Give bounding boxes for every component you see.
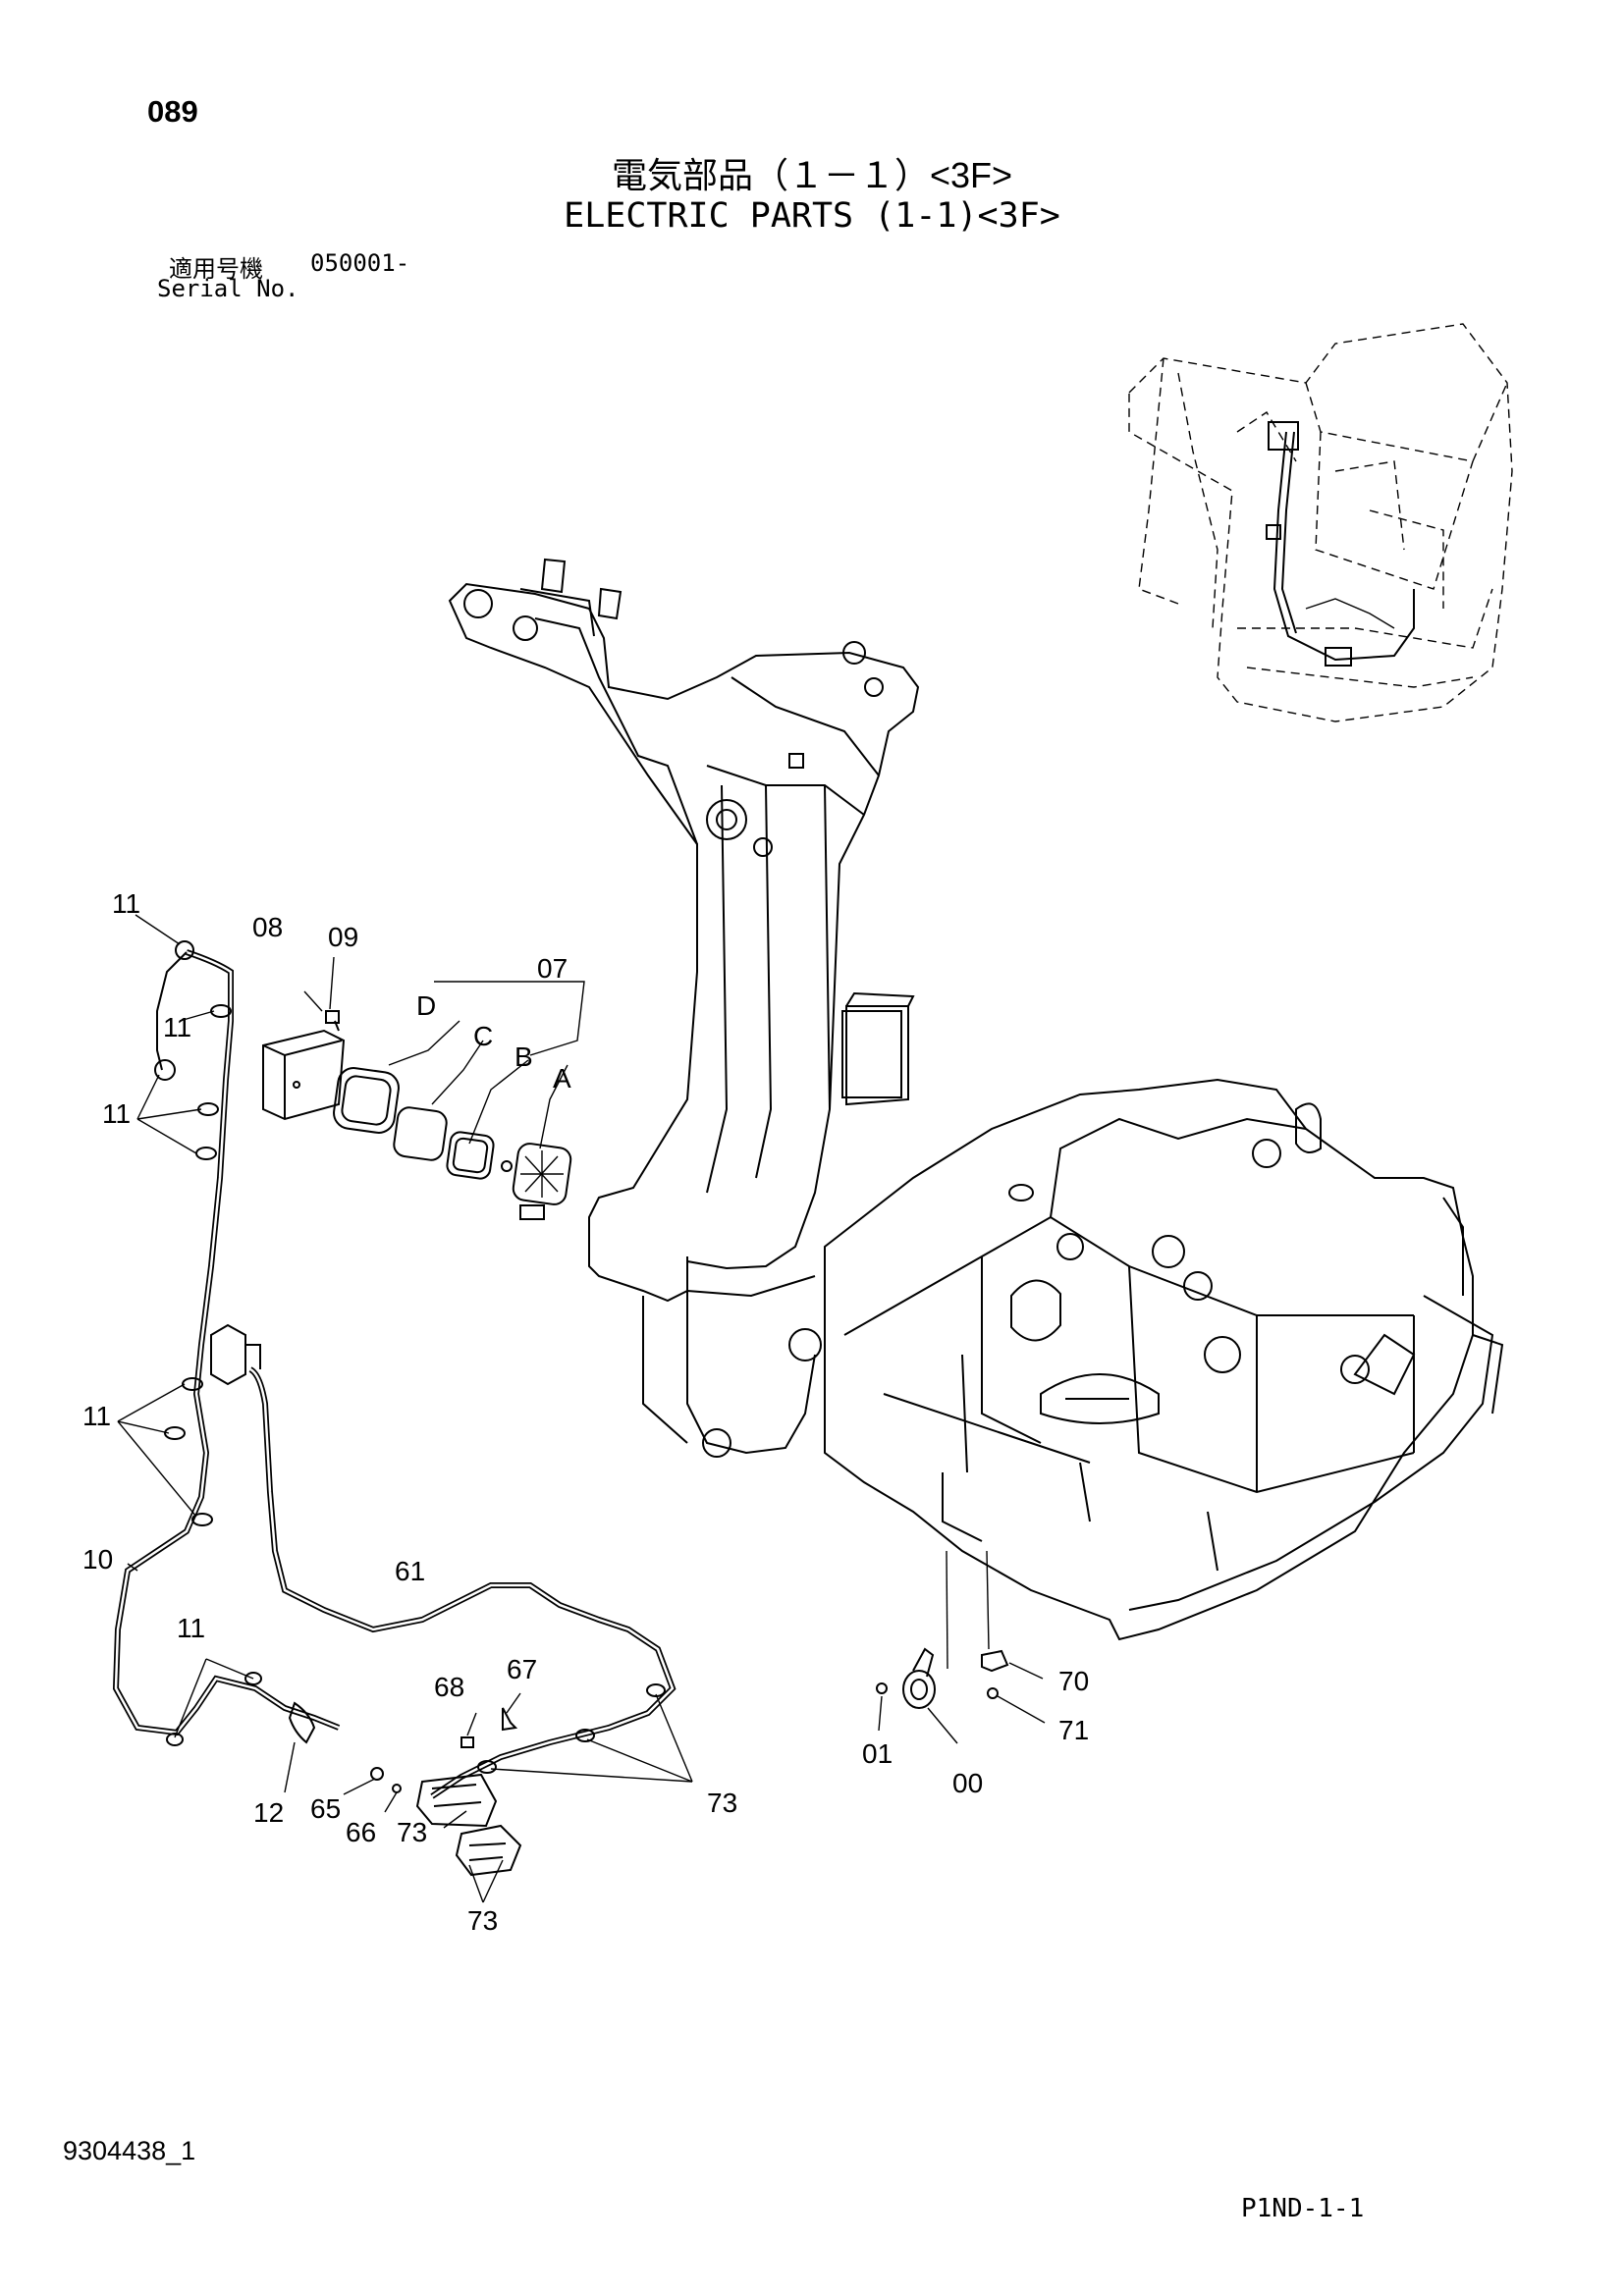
callout-07: 07 (537, 953, 568, 984)
callout-73-right: 73 (707, 1788, 737, 1818)
callout-11-clamp-d: 11 (177, 1613, 205, 1643)
callout-11-top: 11 (112, 888, 140, 919)
callout-11-clamp-c: 11 (82, 1401, 111, 1431)
callout-B: B (514, 1041, 533, 1072)
switch-assembly-drawing (370, 1707, 522, 1877)
excavator-boom-drawing (448, 558, 920, 1458)
callout-D: D (416, 990, 436, 1021)
callout-10: 10 (82, 1544, 113, 1575)
serial-number-value: 050001- (310, 249, 410, 277)
callout-00: 00 (952, 1768, 983, 1798)
work-light-assembly-drawing (262, 1010, 572, 1220)
callout-66: 66 (346, 1817, 376, 1847)
callout-12: 12 (253, 1797, 284, 1828)
serial-label-jp: 適用号機 (169, 256, 263, 283)
callout-C: C (473, 1021, 493, 1051)
inset-overview-drawing (1128, 323, 1513, 722)
callout-65: 65 (310, 1793, 341, 1824)
page-title-en: ELECTRIC PARTS (1-1)<3F> (564, 196, 1060, 236)
callout-labels: 11 08 09 07 D C B A 11 11 11 10 61 11 12… (82, 888, 1089, 1936)
callout-A: A (553, 1063, 571, 1094)
horn-drawing (876, 1550, 1009, 1709)
callout-67: 67 (507, 1654, 537, 1684)
callout-09: 09 (328, 922, 358, 952)
callout-11-clamp-a: 11 (163, 1012, 191, 1042)
callout-11-clamp-b: 11 (102, 1098, 131, 1129)
document-number: 9304438_1 (63, 2136, 196, 2165)
callout-71: 71 (1058, 1715, 1089, 1745)
callout-73-bottom: 73 (467, 1905, 498, 1936)
harness-61-drawing (248, 1366, 677, 1799)
page-title-jp: 電気部品（１－１）<3F> (611, 155, 1013, 195)
page-code: P1ND-1-1 (1241, 2194, 1365, 2223)
callout-73-left: 73 (397, 1817, 427, 1847)
callout-08: 08 (252, 912, 283, 942)
callout-61: 61 (395, 1556, 425, 1586)
leader-lines (117, 914, 1046, 1903)
callout-70: 70 (1058, 1666, 1089, 1696)
serial-label-en: Serial No. (157, 275, 299, 302)
harness-10-drawing (112, 940, 341, 1746)
callout-01: 01 (862, 1738, 893, 1769)
callout-68: 68 (434, 1672, 464, 1702)
page-number: 089 (147, 94, 198, 129)
upper-frame-drawing (824, 1010, 1504, 1641)
